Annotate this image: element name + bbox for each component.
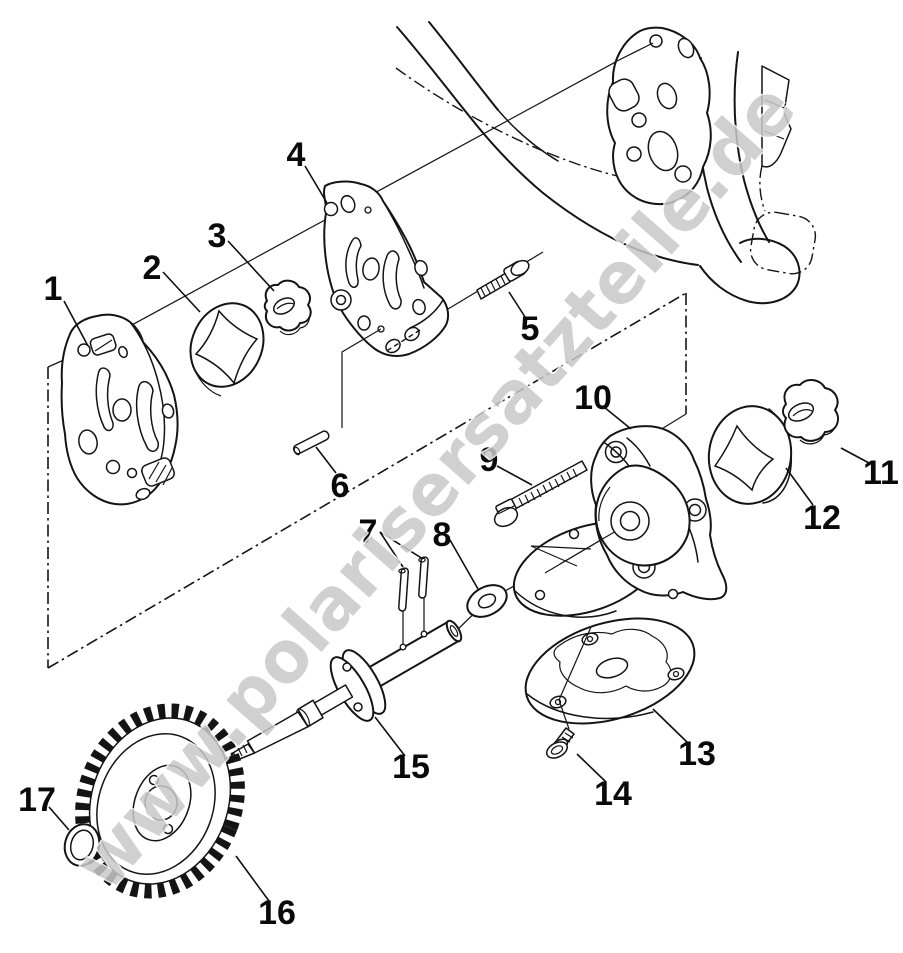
part-1-oil-pump-cover bbox=[60, 313, 179, 506]
screw-axis-line bbox=[558, 626, 592, 730]
part-11-inner-rotor bbox=[782, 379, 839, 445]
part-label-10: 10 bbox=[574, 379, 612, 417]
part-label-2: 2 bbox=[143, 249, 162, 287]
part-16-gear bbox=[75, 703, 245, 899]
part-label-11: 11 bbox=[863, 454, 899, 492]
part-label-3: 3 bbox=[208, 217, 227, 255]
part-label-13: 13 bbox=[678, 735, 716, 773]
part-label-9: 9 bbox=[480, 441, 499, 479]
part-label-5: 5 bbox=[521, 310, 540, 348]
part-7-dowel-pins bbox=[398, 556, 429, 647]
case-boss-top-right bbox=[761, 65, 792, 168]
part-label-1: 1 bbox=[44, 270, 63, 308]
part-13-cover-plate bbox=[524, 617, 696, 725]
part-9-bolt bbox=[493, 460, 588, 528]
part-label-6: 6 bbox=[331, 467, 350, 505]
part-label-8: 8 bbox=[433, 516, 452, 554]
dowel-pin-axis-line bbox=[341, 328, 382, 428]
part-2-rotor bbox=[189, 302, 265, 397]
part-8-washer bbox=[466, 584, 508, 618]
crankcase-reference bbox=[395, 21, 817, 305]
part-6-pin bbox=[292, 430, 330, 456]
part-17-seal bbox=[63, 823, 101, 867]
part-number-labels: 1 2 3 4 5 6 7 8 9 10 11 12 13 14 15 16 1… bbox=[18, 136, 899, 932]
part-5-bolt bbox=[476, 259, 530, 300]
part-3-inner-rotor bbox=[263, 279, 312, 336]
part-label-16: 16 bbox=[258, 894, 296, 932]
part-label-12: 12 bbox=[803, 499, 841, 537]
case-phantom-boss bbox=[749, 211, 817, 275]
part-4-oil-pump-body bbox=[323, 180, 450, 358]
part-label-7: 7 bbox=[359, 513, 378, 551]
part-label-15: 15 bbox=[392, 748, 430, 786]
part-label-17: 17 bbox=[18, 781, 56, 819]
part-12-outer-rotor bbox=[707, 405, 793, 505]
leader-lines bbox=[48, 165, 870, 902]
part-label-14: 14 bbox=[594, 775, 632, 813]
part-14-screw bbox=[545, 727, 575, 759]
part-10-pump-assembly bbox=[512, 425, 728, 618]
part-label-4: 4 bbox=[287, 136, 306, 174]
part-15-pump-shaft bbox=[230, 619, 463, 762]
